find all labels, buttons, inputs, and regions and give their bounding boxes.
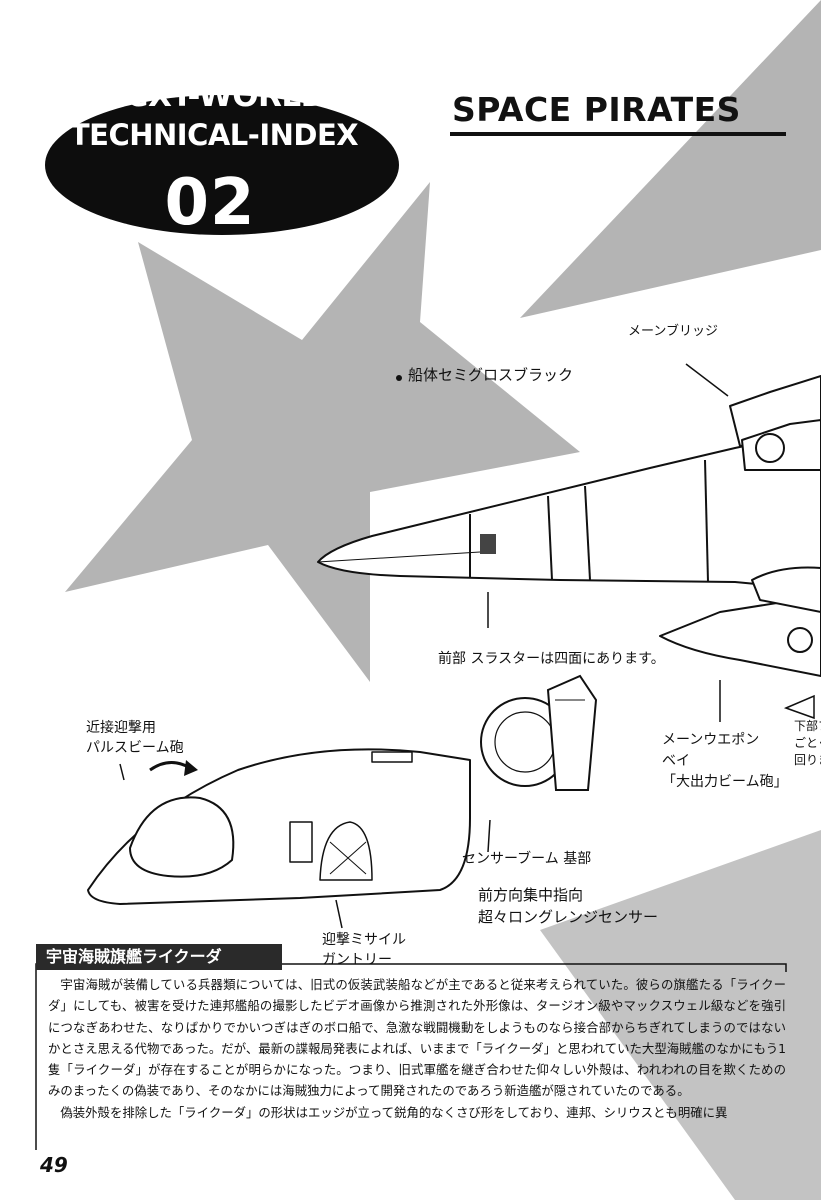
note-sensor-boom: センサーブーム 基部 <box>462 851 592 867</box>
header-ellipse <box>45 95 399 235</box>
series-title-underline <box>450 132 786 136</box>
gray-star <box>65 182 580 682</box>
note-long-range-sensor: 前方向集中指向 超々ロングレンジセンサー <box>478 886 659 926</box>
note-hull-color: 船体セミグロスブラック <box>408 366 574 384</box>
sensor-boom-part <box>480 674 598 791</box>
body-paragraph-2: 偽装外殻を排除した「ライクーダ」の形状はエッジが立って鋭角的なくさび形をしており… <box>60 1104 728 1120</box>
note-main-weapon: メーンウエポン ベイ 「大出力ビーム砲」 <box>662 732 788 790</box>
top-right-gray-wedge <box>520 0 821 318</box>
body-text-border <box>35 963 787 1150</box>
right-side-gray-wedge <box>540 830 821 1200</box>
lower-partial-arrow <box>783 694 815 720</box>
page-number: 49 <box>40 1153 68 1177</box>
note-pulse-beam: 近接迎撃用 パルスビーム砲 <box>86 720 184 756</box>
bullet-dot <box>396 375 402 381</box>
ship-side-view <box>317 375 821 677</box>
note-front-thruster: 前部 スラスターは四面にあります。 <box>438 651 665 667</box>
rotation-arrow <box>149 761 191 772</box>
note-main-bridge: メーンブリッジ <box>628 324 718 339</box>
ship-forward-section <box>87 748 471 905</box>
body-paragraph-1: 宇宙海賊が装備している兵器類については、旧式の仮装武装船などが主であると従来考え… <box>48 977 786 1099</box>
annotation-arrows <box>119 363 729 929</box>
body-text: 宇宙海賊が装備している兵器類については、旧式の仮装武装船などが主であると従来考え… <box>48 974 786 1123</box>
section-title: 宇宙海賊旗艦ライクーダ <box>36 944 282 970</box>
header-line-2: TECHNICAL-INDEX <box>69 118 359 152</box>
header-line-1: NeXT-WORLD <box>102 78 326 114</box>
rotation-arrow-head <box>184 760 198 776</box>
header-issue-number: 02 <box>164 166 256 240</box>
note-missile-gantry: 迎撃ミサイル ガントリー <box>322 932 406 968</box>
note-lower-partial: 下部ブ ごとく 回りま <box>794 719 821 767</box>
series-title: SPACE PIRATES <box>452 90 741 129</box>
